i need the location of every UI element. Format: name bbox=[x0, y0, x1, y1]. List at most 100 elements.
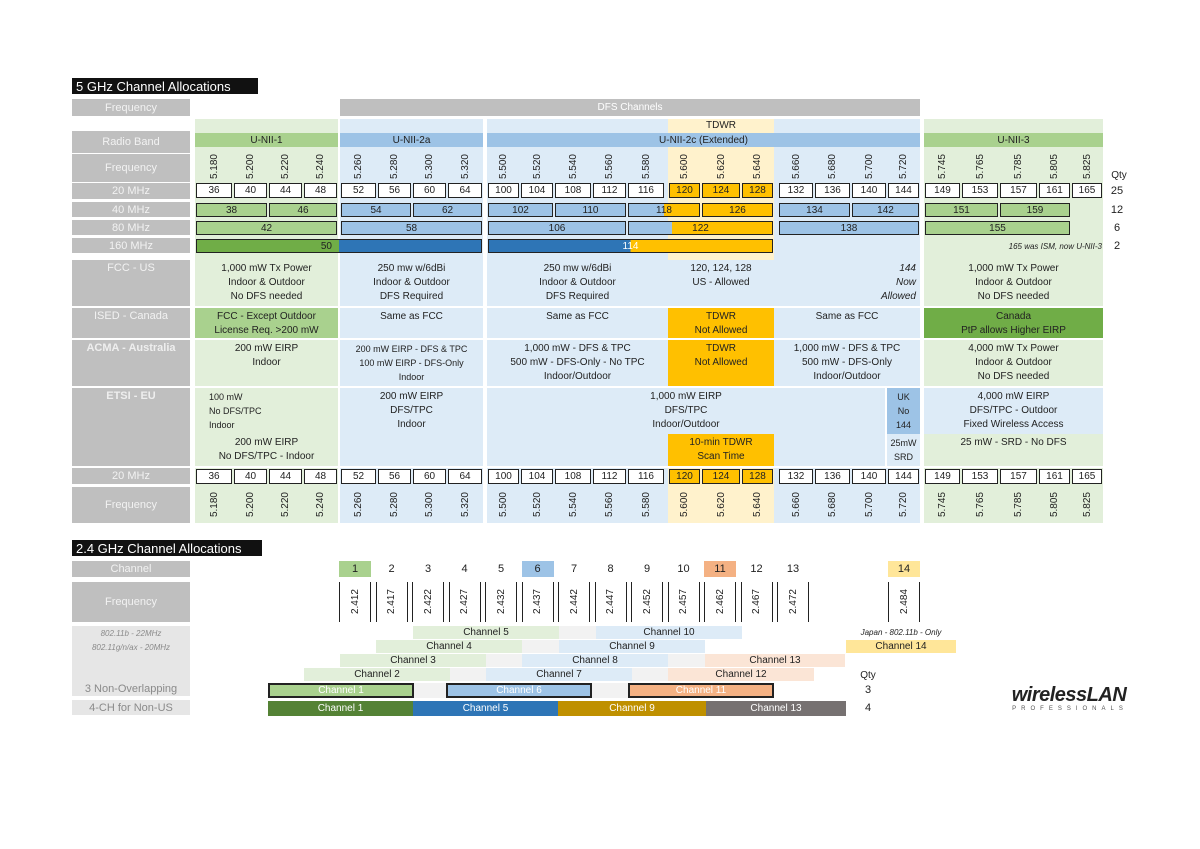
freq-value: 2.432 bbox=[495, 589, 507, 615]
text-line: 1,000 mW - DFS & TPC bbox=[524, 343, 631, 354]
freq-label-bottom: 5.500 bbox=[487, 488, 520, 522]
text-line: 1,000 mW - DFS & TPC bbox=[793, 343, 901, 354]
freq-value: 5.180 bbox=[208, 154, 220, 180]
row-label-channel: Channel bbox=[72, 561, 190, 577]
freq-label-top: 5.520 bbox=[520, 151, 554, 183]
ch20-top-ch-44: 44 bbox=[269, 183, 302, 198]
ch24-3: 3 bbox=[424, 563, 432, 575]
ch20-bottom-ch-149: 149 bbox=[925, 469, 960, 484]
ch20-bottom-ch-108: 108 bbox=[555, 469, 591, 484]
text-line: Indoor/Outdoor bbox=[813, 371, 881, 382]
ch20-top-ch-48: 48 bbox=[304, 183, 337, 198]
ch20-top-ch-140: 140 bbox=[852, 183, 886, 198]
freq-value: 5.700 bbox=[863, 492, 875, 518]
ch24-11: 11 bbox=[704, 561, 736, 577]
ch40-46: 46 bbox=[269, 203, 337, 217]
freq-label-bottom: 5.300 bbox=[412, 488, 447, 522]
ised-unii2a: Same as FCC bbox=[340, 308, 483, 338]
ch40-151: 151 bbox=[925, 203, 998, 217]
freq-label-top: 5.220 bbox=[268, 151, 303, 183]
ch20-bottom-ch-140: 140 bbox=[852, 469, 886, 484]
ch20-top-ch-157: 157 bbox=[1000, 183, 1037, 198]
text-line: Indoor & Outdoor bbox=[539, 277, 616, 288]
text-line: 10-min TDWR bbox=[689, 437, 753, 448]
text-line: UK bbox=[897, 392, 910, 402]
gap-6-11 bbox=[592, 683, 628, 698]
row-label-fcc: FCC - US bbox=[72, 260, 190, 306]
freq-label-top: 5.240 bbox=[303, 151, 338, 183]
gap-1-6 bbox=[414, 683, 446, 698]
span-channel-5: Channel 5 bbox=[413, 626, 559, 639]
freq-label-bottom: 5.260 bbox=[340, 488, 377, 522]
text-line: License Req. >200 mW bbox=[214, 325, 319, 336]
ised-unii2c: Same as FCC bbox=[487, 308, 668, 338]
ch20-top-ch-40: 40 bbox=[234, 183, 267, 198]
row-label-w160: 160 MHz bbox=[72, 238, 190, 253]
text-line: 250 mw w/6dBi bbox=[377, 263, 446, 274]
freq-value: 2.457 bbox=[678, 589, 689, 615]
freq-value: 5.220 bbox=[280, 492, 291, 518]
freq-value: 5.500 bbox=[498, 492, 509, 518]
ch20-top-ch-149: 149 bbox=[925, 183, 960, 198]
ch20-bottom-ch-44: 44 bbox=[269, 469, 302, 484]
freq-value: 5.680 bbox=[827, 492, 838, 518]
ch20-bottom-ch-52: 52 bbox=[341, 469, 376, 484]
freq-label-bottom: 5.520 bbox=[520, 488, 554, 522]
ch24-12: 12 bbox=[750, 563, 763, 575]
freq-label-top: 5.700 bbox=[851, 151, 887, 183]
freq-label-top: 5.320 bbox=[447, 151, 483, 183]
freq-label-bottom: 5.540 bbox=[554, 488, 592, 522]
ch80-155: 155 bbox=[925, 221, 1070, 235]
freq-label-bottom: 5.785 bbox=[999, 488, 1038, 522]
text-line: 1,000 mW Tx Power bbox=[221, 263, 312, 274]
span-channel-14: Channel 14 bbox=[846, 640, 956, 653]
text-line: Fixed Wireless Access bbox=[963, 419, 1064, 430]
ch20-top-ch-36: 36 bbox=[196, 183, 232, 198]
non-us-channel-5: Channel 5 bbox=[413, 701, 558, 716]
span-channel-8: Channel 8 bbox=[522, 654, 668, 667]
freq-value: 5.720 bbox=[898, 492, 909, 518]
freq-value: 5.785 bbox=[1013, 154, 1024, 180]
freq-label-top: 5.680 bbox=[814, 151, 851, 183]
freq-value: 5.660 bbox=[790, 154, 802, 180]
row-label-frequency: Frequency bbox=[72, 154, 190, 182]
freq-value: 5.520 bbox=[531, 154, 543, 180]
freq-value: 5.300 bbox=[424, 154, 435, 180]
row-label-frequency: Frequency bbox=[72, 99, 190, 116]
ch40-118: 118 bbox=[628, 203, 700, 217]
text-line: 120, 124, 128 bbox=[690, 263, 752, 274]
ch20-bottom-ch-144: 144 bbox=[888, 469, 919, 484]
ch80-138: 138 bbox=[779, 221, 919, 235]
freq-value: 5.620 bbox=[715, 154, 727, 180]
text-line: 250 mw w/6dBi bbox=[543, 263, 612, 274]
freq-label-top: 5.200 bbox=[233, 151, 268, 183]
ch20-top-ch-132: 132 bbox=[779, 183, 813, 198]
freq-value: 5.260 bbox=[353, 492, 364, 518]
ch40-54: 54 bbox=[341, 203, 411, 217]
ch20-top-ch-128: 128 bbox=[742, 183, 773, 198]
freq-value: 5.700 bbox=[863, 154, 875, 180]
qty24-3: 3 bbox=[864, 684, 872, 696]
ch20-top-ch-112: 112 bbox=[593, 183, 626, 198]
freq-label-bottom: 5.805 bbox=[1038, 488, 1071, 522]
freq-label-bottom: 5.560 bbox=[592, 488, 627, 522]
text-line: No DFS needed bbox=[977, 291, 1050, 302]
freq-label-top: 5.580 bbox=[627, 151, 665, 183]
non-overlap-channel-11: Channel 11 bbox=[628, 683, 774, 698]
freq24-2.472: 2.472 bbox=[777, 582, 809, 622]
ch24-14: 14 bbox=[888, 561, 920, 577]
japan-note: Japan - 802.11b - Only bbox=[860, 628, 942, 637]
qty-value: 6 bbox=[1113, 222, 1121, 234]
freq-value: 5.765 bbox=[974, 154, 986, 180]
freq-value: 5.765 bbox=[974, 492, 986, 518]
ch20-top-ch-64: 64 bbox=[448, 183, 482, 198]
ch20-top-ch-104: 104 bbox=[521, 183, 553, 198]
freq-label-top: 5.260 bbox=[340, 151, 377, 183]
freq24-2.427: 2.427 bbox=[448, 582, 481, 622]
